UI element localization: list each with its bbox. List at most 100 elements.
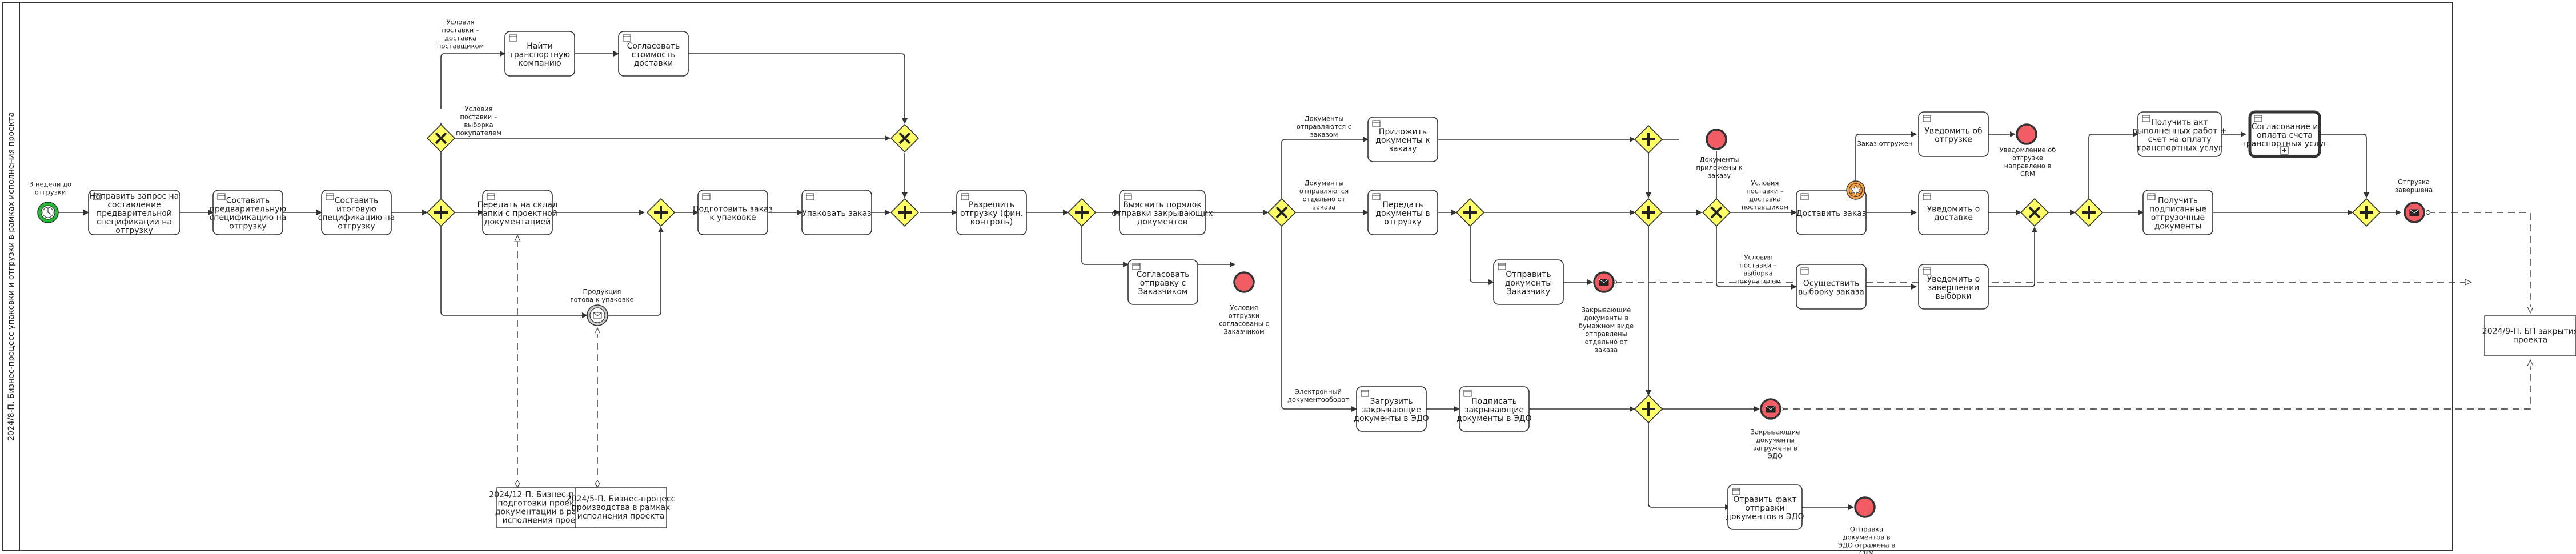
- user-task-icon: [1361, 390, 1369, 397]
- user-task-icon: [1498, 263, 1506, 270]
- user-task-icon: [1800, 267, 1809, 275]
- gateway-split-4: [2074, 198, 2104, 227]
- gateway-merge-delivery: [890, 123, 920, 153]
- signal-icon: [1849, 184, 1862, 197]
- end-docs-attached: [1706, 129, 1727, 150]
- user-task-icon: [217, 193, 226, 200]
- user-task-icon: [93, 193, 101, 200]
- gateway-docs-attached: [1634, 125, 1663, 154]
- task-label: Доставить заказ: [1796, 209, 1867, 218]
- gateway-doc-route: [1267, 198, 1297, 227]
- intermediate-event-production: [587, 304, 608, 326]
- task-t18[interactable]: Доставить заказ: [1796, 190, 1867, 235]
- gateway-final: [2352, 198, 2381, 227]
- task-label: Упаковать заказ: [802, 209, 871, 218]
- user-task-icon: [1923, 115, 1931, 122]
- gateway-delivery-2: [1702, 198, 1731, 227]
- end-fact-reflected: [1854, 496, 1876, 518]
- user-task-icon: [1923, 193, 1931, 200]
- user-task-icon: [1732, 488, 1740, 495]
- user-task-icon: [2142, 115, 2150, 122]
- end-shipment-done: [2404, 202, 2425, 223]
- gateway-edo: [1634, 394, 1663, 424]
- user-task-icon: [1923, 267, 1931, 275]
- task-t8[interactable]: Упаковать заказ: [801, 190, 872, 235]
- user-task-icon: [806, 193, 814, 200]
- user-task-icon: [961, 193, 969, 200]
- gateway-merge-3: [1634, 198, 1663, 227]
- pool-title: 2024/8-П. Бизнес-процесс упаковки и отгр…: [7, 112, 16, 441]
- user-task-icon: [487, 193, 495, 200]
- gateway-merge-2: [890, 198, 920, 227]
- end-approval: [1233, 271, 1255, 293]
- user-task-icon: [702, 193, 711, 200]
- message-icon: [593, 312, 602, 319]
- gateway-split-1: [426, 198, 456, 227]
- user-task-icon: [2147, 193, 2156, 200]
- start-event: [37, 202, 59, 223]
- user-task-icon: [1372, 120, 1381, 127]
- user-task-icon: [1132, 263, 1141, 270]
- label: Заказ отгружен: [1857, 140, 1912, 148]
